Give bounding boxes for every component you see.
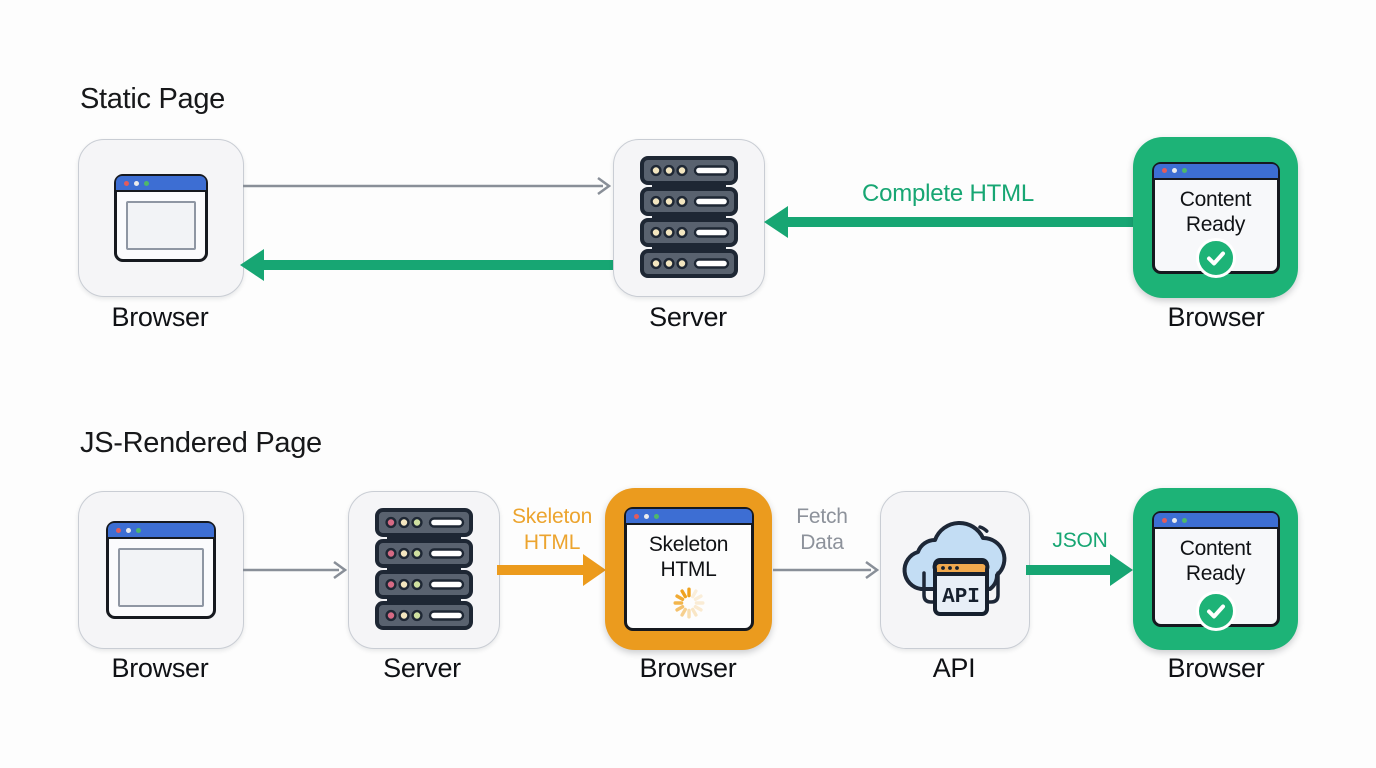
window-titlebar xyxy=(108,523,214,539)
white-dot-icon xyxy=(1171,168,1177,173)
green-dot-icon xyxy=(1181,517,1187,523)
red-dot-icon xyxy=(116,527,121,533)
red-dot-icon xyxy=(1161,517,1167,523)
loading-spinner-icon xyxy=(672,587,705,619)
red-dot-icon xyxy=(633,513,639,519)
green-dot-icon xyxy=(144,180,149,186)
js-request-arrow xyxy=(243,560,347,580)
server-rack-icon xyxy=(375,508,473,630)
window-status-text: Content Ready xyxy=(1179,187,1252,236)
green-dot-icon xyxy=(653,513,659,519)
static-browser-node xyxy=(78,139,244,297)
check-circle-icon xyxy=(1195,237,1236,278)
skeleton-html-label: Skeleton HTML xyxy=(511,505,593,554)
js-server-node xyxy=(348,491,500,649)
browser-window-icon xyxy=(106,521,216,619)
green-dot-icon xyxy=(1181,168,1187,173)
static-content-ready-browser-node: Content Ready xyxy=(1133,137,1298,298)
red-dot-icon xyxy=(1161,168,1167,173)
server-rack-icon xyxy=(640,156,738,278)
node-label: Browser xyxy=(639,653,737,683)
window-titlebar xyxy=(116,176,206,192)
white-dot-icon xyxy=(643,513,649,519)
api-icon-text: API xyxy=(942,586,980,609)
check-circle-icon xyxy=(1195,591,1236,631)
window-status-text: Skeleton HTML xyxy=(648,533,729,581)
skeleton-window-icon: Skeleton HTML xyxy=(623,507,754,631)
static-response-arrow xyxy=(240,249,613,281)
node-label: API xyxy=(932,653,976,683)
static-page-title: Static Page xyxy=(80,83,226,115)
window-titlebar xyxy=(1153,163,1278,180)
fetch-data-arrow xyxy=(773,560,879,580)
node-label: Browser xyxy=(111,302,209,332)
json-arrow xyxy=(1026,554,1133,586)
static-server-node xyxy=(613,139,765,297)
window-titlebar xyxy=(625,509,752,525)
content-ready-window-icon: Content Ready xyxy=(1151,161,1280,278)
node-label: Server xyxy=(383,653,461,683)
js-skeleton-browser-node: Skeleton HTML xyxy=(605,488,772,650)
green-dot-icon xyxy=(136,527,141,533)
node-label: Browser xyxy=(1167,653,1265,683)
node-label: Server xyxy=(649,302,727,332)
static-request-arrow xyxy=(243,176,611,196)
skeleton-html-arrow xyxy=(497,554,606,586)
window-content-area xyxy=(118,548,204,607)
fetch-data-label: Fetch Data xyxy=(796,505,848,554)
js-browser-node xyxy=(78,491,244,649)
white-dot-icon xyxy=(134,180,139,186)
browser-window-icon xyxy=(114,174,208,262)
json-label: JSON xyxy=(1052,529,1108,552)
node-label: Browser xyxy=(111,653,209,683)
cloud-api-icon: API xyxy=(902,520,1007,616)
node-label: Browser xyxy=(1167,302,1265,332)
content-ready-window-icon: Content Ready xyxy=(1151,511,1280,631)
white-dot-icon xyxy=(1171,517,1177,523)
complete-html-label: Complete HTML xyxy=(861,180,1035,207)
window-status-text: Content Ready xyxy=(1179,537,1252,585)
js-content-ready-browser-node: Content Ready xyxy=(1133,488,1298,650)
white-dot-icon xyxy=(126,527,131,533)
red-dot-icon xyxy=(124,180,129,186)
window-content-area xyxy=(126,201,196,250)
js-rendered-page-title: JS-Rendered Page xyxy=(80,427,322,459)
js-api-node: API xyxy=(880,491,1030,649)
complete-html-arrow xyxy=(764,206,1133,238)
window-titlebar xyxy=(1153,513,1278,529)
